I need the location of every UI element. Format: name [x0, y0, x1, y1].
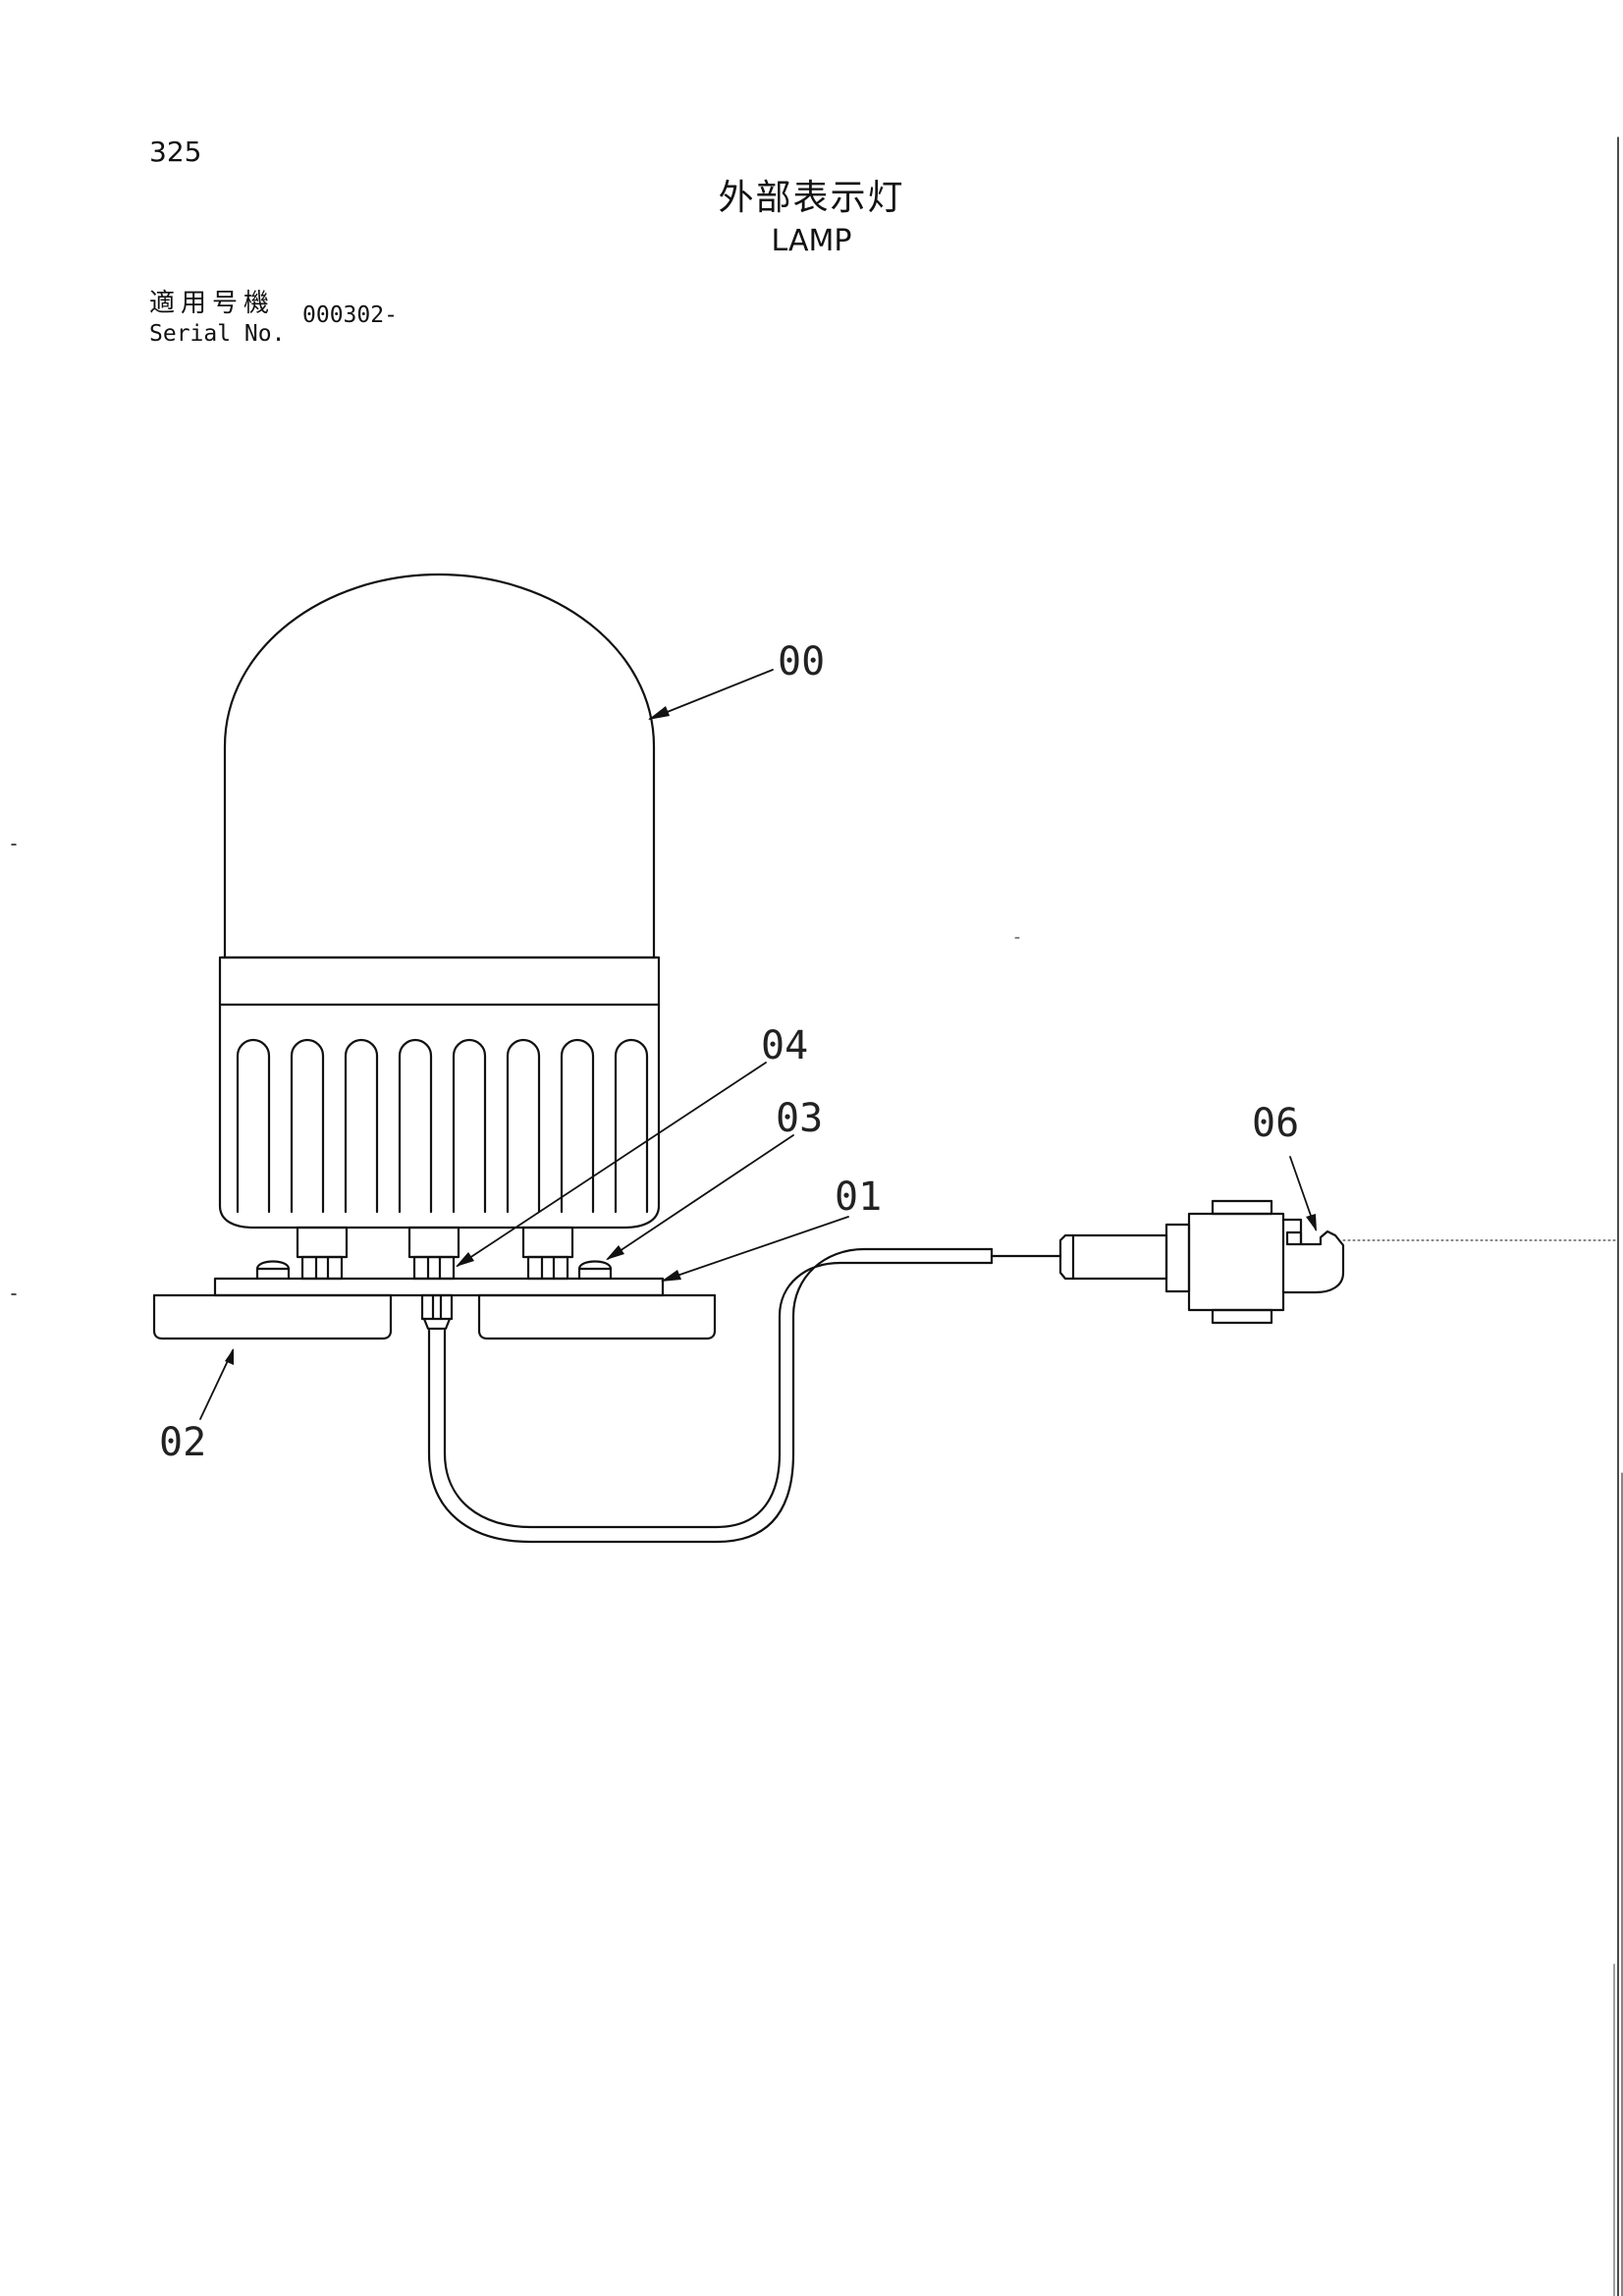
leader-lines — [199, 669, 1317, 1420]
serial-label-en: Serial No. — [149, 321, 286, 347]
callout-03: 03 — [776, 1096, 823, 1141]
callout-06: 06 — [1252, 1101, 1299, 1146]
serial-number-value: 000302- — [302, 302, 398, 328]
callout-02: 02 — [159, 1420, 206, 1465]
center-nut — [420, 1293, 454, 1331]
callout-00: 00 — [778, 639, 825, 684]
serial-label-jp: 適用号機 — [149, 289, 276, 318]
magnet-pads — [152, 1293, 717, 1340]
lamp-body — [218, 956, 661, 1230]
lamp-dome — [220, 573, 659, 959]
leader-arrowheads — [225, 706, 1317, 1365]
page-title-en: LAMP — [771, 224, 852, 258]
lamp-cable — [427, 1247, 1062, 1544]
page-number: 325 — [149, 136, 202, 168]
callout-01: 01 — [835, 1175, 882, 1220]
bracket-plate — [213, 1277, 665, 1297]
callout-04: 04 — [761, 1023, 808, 1068]
connector — [1058, 1199, 1345, 1325]
mounting-studs — [296, 1226, 574, 1281]
screw-heads — [255, 1260, 613, 1281]
page-title-jp: 外部表示灯 — [718, 178, 905, 218]
page-edge-lines — [1613, 137, 1623, 2296]
